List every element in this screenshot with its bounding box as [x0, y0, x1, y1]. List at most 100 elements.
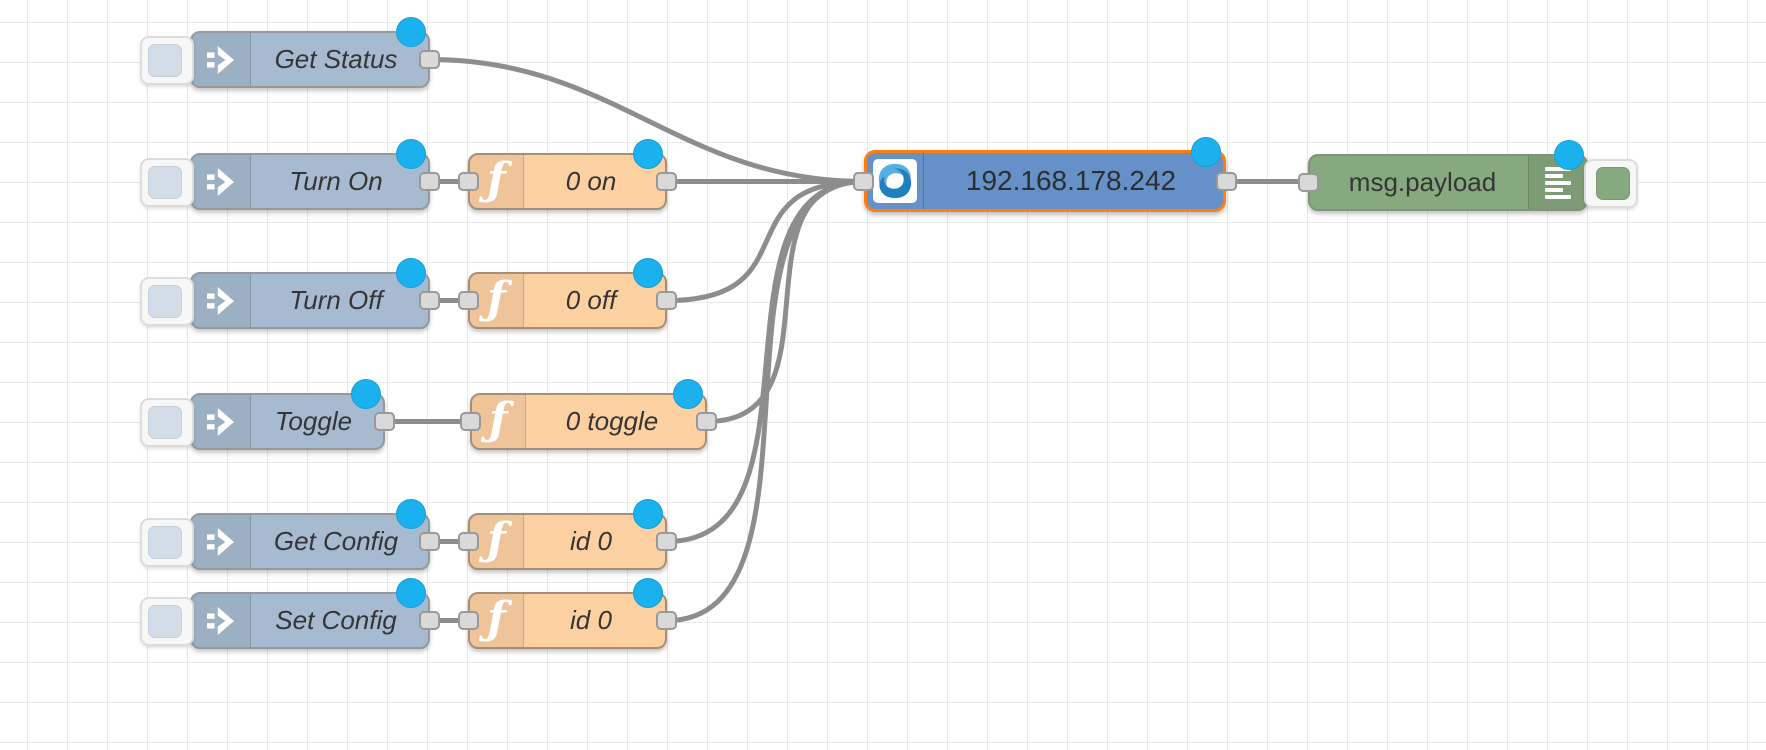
node-inject-turn-on[interactable]: Turn On: [140, 139, 440, 210]
inject-arrow-icon: [207, 527, 234, 556]
node-label: 0 off: [565, 285, 617, 315]
inject-arrow-icon: [207, 45, 234, 74]
function-f-icon: ƒ: [487, 513, 506, 565]
debug-list-icon: [1544, 166, 1571, 199]
debug-toggle-button-fill: [1596, 167, 1630, 200]
debug-toggle-button[interactable]: [1584, 159, 1638, 208]
node-shelly-device[interactable]: 192.168.178.242: [853, 137, 1237, 212]
inject-trigger-button[interactable]: [140, 36, 194, 85]
inject-trigger-button-fill: [148, 166, 182, 199]
inject-arrow-icon: [207, 286, 234, 315]
output-port[interactable]: [1216, 171, 1237, 191]
function-icon-region: ƒ: [470, 274, 524, 327]
input-port[interactable]: [458, 172, 479, 191]
output-port[interactable]: [419, 50, 440, 69]
node-label: Get Config: [273, 526, 399, 556]
wire[interactable]: [427, 57, 867, 184]
input-port[interactable]: [460, 412, 481, 431]
output-port[interactable]: [374, 412, 395, 431]
output-port[interactable]: [419, 291, 440, 310]
changed-indicator-dot: [396, 139, 426, 169]
changed-indicator-dot: [633, 499, 663, 529]
output-port[interactable]: [656, 611, 677, 630]
node-label: Turn Off: [289, 285, 383, 315]
inject-icon-region: [192, 155, 251, 208]
node-function-0-toggle[interactable]: ƒ 0 toggle: [460, 379, 717, 450]
changed-indicator-dot: [633, 139, 663, 169]
input-port[interactable]: [458, 532, 479, 551]
node-label: Turn On: [289, 166, 383, 196]
inject-trigger-button[interactable]: [140, 158, 194, 207]
node-function-id-0-set[interactable]: ƒ id 0: [458, 578, 677, 649]
inject-trigger-button-fill: [148, 605, 182, 638]
changed-indicator-dot: [396, 499, 426, 529]
function-f-icon: ƒ: [487, 153, 506, 205]
inject-arrow-icon: [207, 606, 234, 635]
wire[interactable]: [664, 179, 867, 303]
node-label: Set Config: [275, 605, 397, 635]
input-port[interactable]: [458, 611, 479, 630]
node-inject-set-config[interactable]: Set Config: [140, 578, 440, 649]
input-port[interactable]: [1298, 173, 1319, 192]
node-label: Toggle: [274, 406, 353, 436]
changed-indicator-dot: [351, 379, 381, 409]
inject-trigger-button-fill: [148, 406, 182, 439]
node-inject-turn-off[interactable]: Turn Off: [140, 258, 440, 329]
output-port[interactable]: [419, 172, 440, 191]
changed-indicator-dot: [1554, 140, 1584, 170]
output-port[interactable]: [656, 532, 677, 551]
changed-indicator-dot: [396, 258, 426, 288]
wire[interactable]: [664, 179, 867, 623]
function-icon-region: ƒ: [470, 155, 524, 208]
shelly-icon-region: [867, 153, 924, 209]
inject-icon-region: [192, 395, 251, 448]
output-port[interactable]: [419, 532, 440, 551]
output-port[interactable]: [696, 412, 717, 431]
node-label: id 0: [570, 605, 612, 635]
inject-trigger-button[interactable]: [140, 518, 194, 567]
wire[interactable]: [664, 179, 867, 544]
inject-arrow-icon: [207, 167, 234, 196]
output-port[interactable]: [656, 172, 677, 191]
node-inject-toggle[interactable]: Toggle: [140, 379, 395, 450]
node-function-id-0-get[interactable]: ƒ id 0: [458, 499, 677, 570]
function-f-icon: ƒ: [487, 592, 506, 644]
output-port[interactable]: [656, 291, 677, 310]
function-f-icon: ƒ: [489, 393, 508, 445]
node-label: msg.payload: [1348, 167, 1497, 197]
inject-icon-region: [192, 594, 251, 647]
output-port[interactable]: [419, 611, 440, 630]
inject-trigger-button[interactable]: [140, 277, 194, 326]
function-icon-region: ƒ: [470, 594, 524, 647]
inject-trigger-button-fill: [148, 526, 182, 559]
changed-indicator-dot: [396, 578, 426, 608]
inject-icon-region: [192, 274, 251, 327]
inject-trigger-button[interactable]: [140, 597, 194, 646]
wire[interactable]: [704, 179, 867, 424]
node-label: id 0: [570, 526, 612, 556]
changed-indicator-dot: [396, 17, 426, 47]
node-inject-get-config[interactable]: Get Config: [140, 499, 440, 570]
changed-indicator-dot: [673, 379, 703, 409]
shelly-logo-icon: [873, 159, 917, 203]
node-function-0-off[interactable]: ƒ 0 off: [458, 258, 677, 329]
node-label: 0 toggle: [565, 406, 659, 436]
function-icon-region: ƒ: [472, 395, 526, 448]
node-label: 192.168.178.242: [965, 165, 1177, 196]
input-port[interactable]: [853, 171, 874, 191]
inject-icon-region: [192, 33, 251, 86]
node-function-0-on[interactable]: ƒ 0 on: [458, 139, 677, 210]
node-label: Get Status: [274, 44, 398, 74]
function-f-icon: ƒ: [487, 272, 506, 324]
node-debug-msg-payload[interactable]: msg.payload: [1298, 140, 1638, 211]
node-inject-get-status[interactable]: Get Status: [140, 17, 440, 88]
changed-indicator-dot: [633, 258, 663, 288]
inject-arrow-icon: [207, 407, 234, 436]
input-port[interactable]: [458, 291, 479, 310]
node-label: 0 on: [565, 166, 617, 196]
inject-trigger-button-fill: [148, 44, 182, 77]
inject-trigger-button[interactable]: [140, 398, 194, 447]
function-icon-region: ƒ: [470, 515, 524, 568]
